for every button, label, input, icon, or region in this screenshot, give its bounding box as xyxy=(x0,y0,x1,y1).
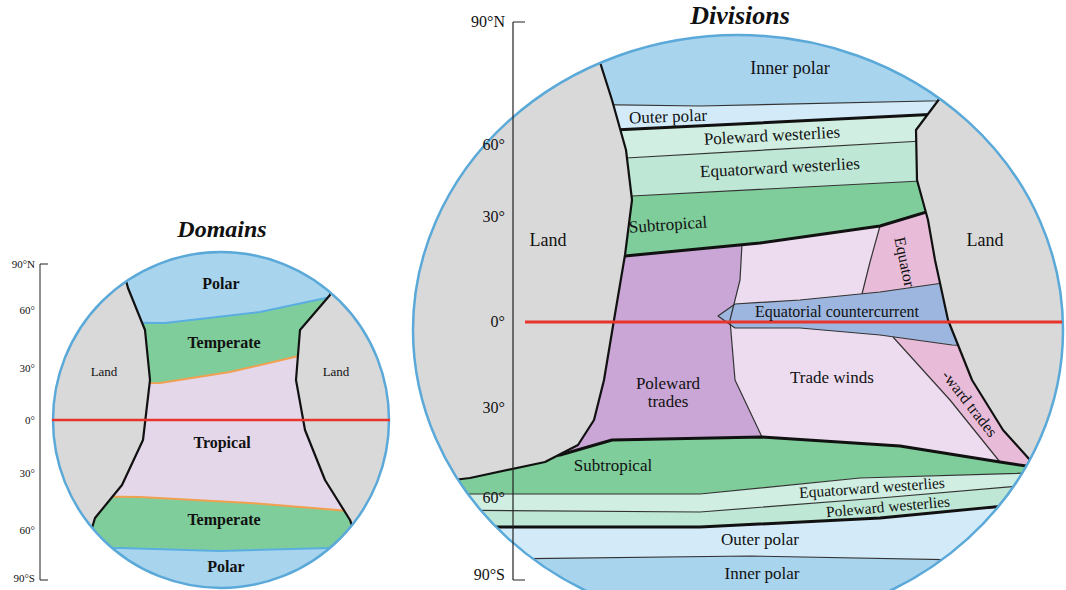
region-label: Outer polar xyxy=(629,107,707,128)
domain-boundary xyxy=(410,500,1066,527)
ocean-region: Inner polar xyxy=(410,556,1066,590)
countercurrent-outline xyxy=(718,280,1066,350)
division-boundary xyxy=(893,337,1000,462)
division-boundary xyxy=(410,178,1066,196)
region-label: Polar xyxy=(202,276,239,293)
latitude-label: 90°N xyxy=(471,13,505,31)
domain-boundary xyxy=(410,205,1066,258)
region-fill xyxy=(730,226,1000,462)
region-fill xyxy=(40,548,410,590)
region-label: Land xyxy=(323,365,350,379)
domain-boundary xyxy=(40,548,410,551)
globe-outline xyxy=(53,252,389,588)
ocean-region: Equatorial countercurrent xyxy=(718,280,1066,350)
coastline xyxy=(420,15,632,484)
region-shape xyxy=(730,226,1000,462)
region-label: Tropical xyxy=(193,435,250,452)
region-label: Trade winds xyxy=(790,369,874,387)
latitude-label: 0° xyxy=(491,313,505,331)
equator-line xyxy=(52,419,390,422)
region-label: Polar xyxy=(207,559,244,576)
region-fill xyxy=(718,280,1066,350)
domain-boundary xyxy=(410,437,1066,472)
domain-boundary xyxy=(410,110,1066,130)
division-boundary xyxy=(410,482,1066,512)
coastline xyxy=(296,240,380,590)
latitude-label: 0° xyxy=(25,414,35,426)
latitude-label: 30° xyxy=(20,467,35,479)
division-boundary xyxy=(730,244,762,437)
latitude-label: 60° xyxy=(20,524,35,536)
region-fill xyxy=(410,244,762,470)
globe-outline xyxy=(413,35,1063,590)
ocean-region: Trade winds xyxy=(730,226,1000,462)
panel-heading: Divisions xyxy=(690,2,790,31)
latitude-axis xyxy=(513,22,525,580)
latitude-label: 90°S xyxy=(13,572,35,584)
region-fill xyxy=(40,496,410,551)
latitude-axis xyxy=(40,264,48,580)
region-label: Inner polar xyxy=(724,565,799,583)
division-boundary xyxy=(862,226,880,294)
ocean-region: Outer polar xyxy=(410,500,1066,562)
latitude-label: 60° xyxy=(483,136,505,154)
region-shape xyxy=(410,244,762,470)
region-label: Land xyxy=(530,231,567,250)
latitude-label: 90°S xyxy=(474,566,505,584)
ocean-region: Poleward trades xyxy=(410,244,762,470)
coastline xyxy=(916,15,1066,480)
latitude-label: 30° xyxy=(483,399,505,417)
division-boundary xyxy=(410,98,1066,106)
region-fill xyxy=(410,0,1066,106)
ocean-region: Temperate xyxy=(40,496,410,551)
panel-heading: Domains xyxy=(177,216,266,242)
region-label: Land xyxy=(967,231,1004,250)
region-label: Temperate xyxy=(187,335,260,352)
domain-boundary xyxy=(40,496,410,514)
latitude-label: 60° xyxy=(20,304,35,316)
latitude-label: 30° xyxy=(20,362,35,374)
latitude-label: 90°N xyxy=(12,258,35,270)
latitude-label: 60° xyxy=(483,489,505,507)
domain-boundary xyxy=(40,292,410,323)
region-label: Land xyxy=(91,365,118,379)
region-label: Equatorial countercurrent xyxy=(755,304,919,321)
latitude-label: 30° xyxy=(483,208,505,226)
domain-boundary xyxy=(40,350,410,384)
ocean-region: Polar xyxy=(40,548,410,590)
region-fill xyxy=(410,556,1066,590)
region-label: Temperate xyxy=(187,512,260,529)
region-label: Subtropical xyxy=(574,457,652,475)
region-label: Poleward trades xyxy=(626,375,710,411)
division-boundary xyxy=(410,556,1066,562)
division-boundary xyxy=(410,472,1066,494)
equator-line xyxy=(525,321,1062,324)
region-label: Inner polar xyxy=(750,59,829,78)
region-label: Outer polar xyxy=(721,531,799,549)
region-fill xyxy=(40,350,410,514)
division-boundary xyxy=(410,138,1066,158)
coastline xyxy=(70,240,150,590)
region-fill xyxy=(410,500,1066,562)
